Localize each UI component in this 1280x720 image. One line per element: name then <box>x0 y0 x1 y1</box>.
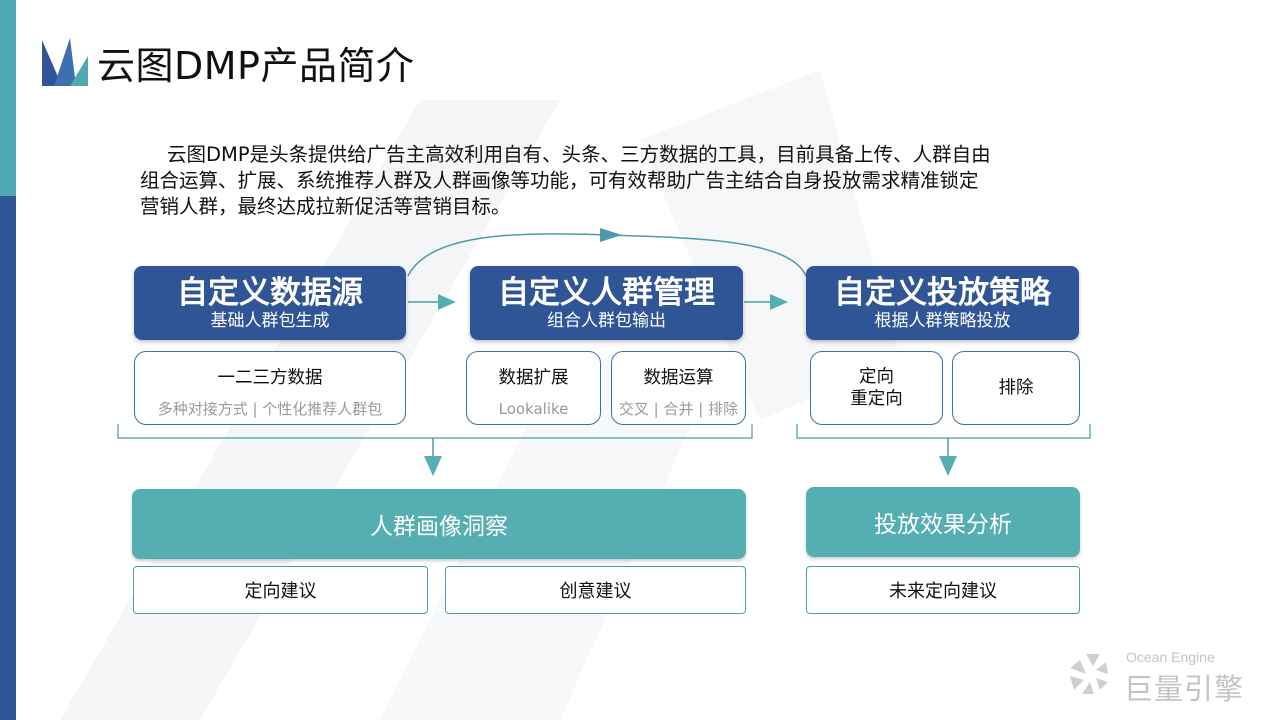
outcome-delivery-effect-analysis: 投放效果分析 <box>806 487 1080 557</box>
page-title: 云图DMP产品简介 <box>97 44 415 88</box>
intro-line: 云图DMP是头条提供给广告主高效利用自有、头条、三方数据的工具，目前具备上传、人… <box>167 143 991 166</box>
down-arrow-left <box>424 456 442 476</box>
ocean-engine-logo-icon <box>1070 654 1108 694</box>
stage-title: 自定义投放策略 <box>834 275 1051 311</box>
intro-paragraph: 云图DMP是头条提供给广告主高效利用自有、头条、三方数据的工具，目前具备上传、人… <box>140 142 1100 220</box>
arrow-stage2-to-stage3-head <box>770 294 788 310</box>
detail-title: 数据扩展 <box>498 368 569 388</box>
suggestion-label: 未来定向建议 <box>889 581 997 602</box>
brand-english-name: Ocean Engine <box>1126 649 1215 665</box>
outcome-title: 人群画像洞察 <box>370 514 508 540</box>
stage-subtitle: 基础人群包生成 <box>210 311 330 331</box>
detail-box-data-operations: 数据运算 交叉 | 合并 | 排除 <box>611 351 746 425</box>
stage-title: 自定义数据源 <box>177 275 363 311</box>
outcome-title: 投放效果分析 <box>874 512 1012 538</box>
stage-box-custom-delivery-strategy: 自定义投放策略 根据人群策略投放 <box>806 266 1079 340</box>
detail-title: 数据运算 <box>643 368 714 388</box>
detail-box-targeting-retargeting: 定向 重定向 <box>810 351 943 425</box>
stage-subtitle: 根据人群策略投放 <box>874 311 1011 331</box>
stage-subtitle: 组合人群包输出 <box>547 311 666 331</box>
detail-title: 定向 <box>859 367 894 387</box>
detail-box-first-second-third-party-data: 一二三方数据 多种对接方式 | 个性化推荐人群包 <box>134 351 406 425</box>
detail-subtitle: 多种对接方式 | 个性化推荐人群包 <box>157 400 383 418</box>
suggestion-label: 定向建议 <box>244 581 317 602</box>
detail-box-data-expansion: 数据扩展 Lookalike <box>466 351 601 425</box>
stage-title: 自定义人群管理 <box>498 275 715 311</box>
cloud-chart-logo-icon <box>42 38 88 86</box>
down-arrow-right <box>939 456 957 476</box>
bracket-left <box>117 424 753 439</box>
detail-subtitle: Lookalike <box>498 400 569 418</box>
stage-box-custom-data-source: 自定义数据源 基础人群包生成 <box>134 266 406 340</box>
suggestion-future-targeting: 未来定向建议 <box>806 566 1080 614</box>
top-arc-arrowhead <box>600 228 622 242</box>
brand-chinese-name: 巨量引擎 <box>1124 672 1245 706</box>
detail-title: 排除 <box>998 378 1034 398</box>
stage-box-custom-audience-management: 自定义人群管理 组合人群包输出 <box>470 266 743 340</box>
detail-title: 一二三方数据 <box>217 368 323 388</box>
detail-subtitle: 交叉 | 合并 | 排除 <box>618 400 739 418</box>
left-accent-bar-navy <box>0 196 16 720</box>
intro-line: 组合运算、扩展、系统推荐人群及人群画像等功能，可有效帮助广告主结合自身投放需求精… <box>140 169 979 192</box>
intro-line: 营销人群，最终达成拉新促活等营销目标。 <box>140 195 511 218</box>
bracket-right <box>796 424 1091 439</box>
outcome-audience-portrait-insight: 人群画像洞察 <box>132 489 746 559</box>
left-accent-bar-teal <box>0 0 16 196</box>
detail-title-line2: 重定向 <box>850 389 903 409</box>
detail-box-exclusion: 排除 <box>952 351 1080 425</box>
suggestion-targeting: 定向建议 <box>133 566 428 614</box>
arrow-stage1-to-stage2-head <box>438 294 456 310</box>
suggestion-label: 创意建议 <box>559 581 632 602</box>
suggestion-creative: 创意建议 <box>445 566 746 614</box>
